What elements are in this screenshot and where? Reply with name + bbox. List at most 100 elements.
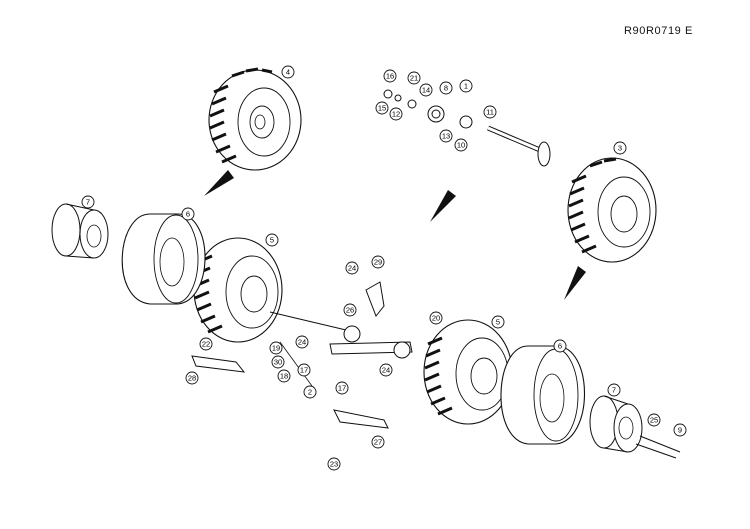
callout-circle bbox=[297, 363, 311, 377]
callout-24: 24 bbox=[345, 261, 359, 275]
callout-number: 28 bbox=[188, 374, 196, 383]
callout-17: 17 bbox=[297, 363, 311, 377]
callout-5: 5 bbox=[265, 233, 279, 247]
callout-9: 9 bbox=[673, 423, 687, 437]
callout-17: 17 bbox=[335, 381, 349, 395]
diagram-reference-code: R90R0719 E bbox=[624, 25, 693, 37]
callout-circle bbox=[335, 381, 349, 395]
callout-circle bbox=[375, 101, 389, 115]
callout-19: 19 bbox=[269, 341, 283, 355]
callout-1: 1 bbox=[459, 79, 473, 93]
callout-12: 12 bbox=[389, 107, 403, 121]
callout-14: 14 bbox=[419, 83, 433, 97]
callout-number: 18 bbox=[280, 372, 288, 381]
tire-3-drawing bbox=[567, 157, 657, 263]
callout-circle bbox=[607, 383, 621, 397]
callout-10: 10 bbox=[454, 138, 468, 152]
callout-number: 3 bbox=[618, 144, 622, 153]
callout-circle bbox=[459, 79, 473, 93]
callout-circle bbox=[81, 195, 95, 209]
callout-16: 16 bbox=[383, 69, 397, 83]
callout-circle bbox=[673, 423, 687, 437]
axle-beam-drawing bbox=[191, 281, 681, 459]
callout-number: 13 bbox=[442, 132, 450, 141]
smooth-tire-6-left-drawing bbox=[121, 213, 206, 305]
callout-circle bbox=[647, 413, 661, 427]
callout-circle bbox=[439, 81, 453, 95]
callout-number: 17 bbox=[338, 384, 346, 393]
callout-number: 24 bbox=[348, 264, 356, 273]
callout-6: 6 bbox=[181, 207, 195, 221]
callout-number: 9 bbox=[678, 426, 682, 435]
callout-5: 5 bbox=[491, 315, 505, 329]
callout-circle bbox=[199, 337, 213, 351]
part-callouts: 1234556677891011121314151617171819202122… bbox=[81, 65, 687, 471]
tire-5-right-drawing bbox=[423, 319, 513, 425]
callout-circle bbox=[491, 315, 505, 329]
axle-shaft-assembly-drawing bbox=[383, 89, 551, 167]
callout-circle bbox=[295, 335, 309, 349]
callout-number: 24 bbox=[298, 338, 306, 347]
callout-4: 4 bbox=[281, 65, 295, 79]
callout-number: 12 bbox=[392, 110, 400, 119]
callout-number: 2 bbox=[308, 388, 312, 397]
callout-11: 11 bbox=[483, 105, 497, 119]
callout-24: 24 bbox=[379, 363, 393, 377]
callout-3: 3 bbox=[613, 141, 627, 155]
callout-number: 10 bbox=[457, 141, 465, 150]
callout-circle bbox=[181, 207, 195, 221]
callout-8: 8 bbox=[439, 81, 453, 95]
callout-circle bbox=[383, 69, 397, 83]
callout-circle bbox=[281, 65, 295, 79]
callout-number: 21 bbox=[410, 74, 418, 83]
callout-circle bbox=[277, 369, 291, 383]
rim-7-left-drawing bbox=[51, 203, 109, 259]
callout-number: 6 bbox=[186, 210, 190, 219]
callout-number: 17 bbox=[300, 366, 308, 375]
callout-28: 28 bbox=[185, 371, 199, 385]
callout-30: 30 bbox=[271, 355, 285, 369]
callout-circle bbox=[371, 255, 385, 269]
callout-number: 16 bbox=[386, 72, 394, 81]
callout-circle bbox=[429, 311, 443, 325]
callout-7: 7 bbox=[607, 383, 621, 397]
callout-circle bbox=[483, 105, 497, 119]
callout-circle bbox=[454, 138, 468, 152]
callout-circle bbox=[439, 129, 453, 143]
callout-13: 13 bbox=[439, 129, 453, 143]
callout-number: 5 bbox=[270, 236, 274, 245]
callout-number: 26 bbox=[346, 306, 354, 315]
callout-2: 2 bbox=[303, 385, 317, 399]
callout-27: 27 bbox=[371, 435, 385, 449]
callout-circle bbox=[269, 341, 283, 355]
callout-24: 24 bbox=[295, 335, 309, 349]
callout-number: 5 bbox=[496, 318, 500, 327]
callout-circle bbox=[553, 339, 567, 353]
callout-22: 22 bbox=[199, 337, 213, 351]
assembly-arrows bbox=[204, 170, 586, 300]
callout-number: 11 bbox=[486, 108, 494, 117]
smooth-tire-6-right-drawing bbox=[500, 345, 586, 445]
tire-5-left-drawing bbox=[193, 237, 283, 343]
callout-number: 27 bbox=[374, 438, 382, 447]
callout-20: 20 bbox=[429, 311, 443, 325]
callout-25: 25 bbox=[647, 413, 661, 427]
callout-15: 15 bbox=[375, 101, 389, 115]
callout-number: 19 bbox=[272, 344, 280, 353]
callout-number: 14 bbox=[422, 86, 430, 95]
callout-number: 20 bbox=[432, 314, 440, 323]
callout-circle bbox=[389, 107, 403, 121]
callout-number: 29 bbox=[374, 258, 382, 267]
callout-number: 24 bbox=[382, 366, 390, 375]
callout-number: 1 bbox=[464, 82, 468, 91]
callout-number: 7 bbox=[86, 198, 90, 207]
callout-number: 15 bbox=[378, 104, 386, 113]
callout-number: 6 bbox=[558, 342, 562, 351]
callout-circle bbox=[371, 435, 385, 449]
callout-number: 7 bbox=[612, 386, 616, 395]
callout-7: 7 bbox=[81, 195, 95, 209]
callout-circle bbox=[271, 355, 285, 369]
callout-circle bbox=[265, 233, 279, 247]
callout-number: 22 bbox=[202, 340, 210, 349]
